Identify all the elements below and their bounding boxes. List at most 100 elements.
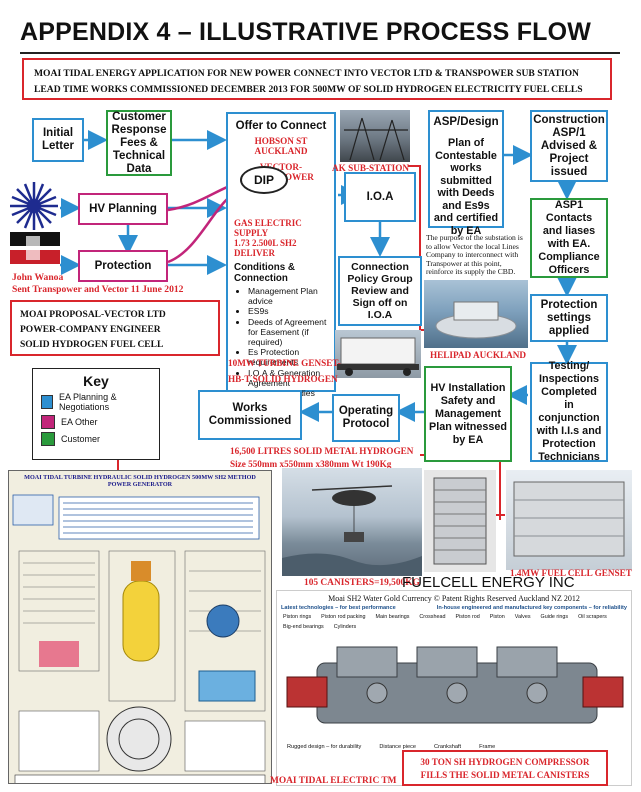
ioa-box: I.O.A xyxy=(344,172,416,222)
legend-key: Key EA Planning & Negotiations EA Other … xyxy=(32,368,160,460)
key-item-ea-planning: EA Planning & Negotiations xyxy=(41,392,151,412)
part-label: Crosshead xyxy=(419,614,446,620)
proposal-line-3: SOLID HYDROGEN FUEL CELL xyxy=(20,340,164,350)
litres-label: 16,500 LITRES SOLID METAL HYDROGEN xyxy=(230,446,414,456)
latest-technologies-label: Latest technologies – for best performan… xyxy=(281,605,396,611)
fuelcell-stack-image xyxy=(433,477,487,565)
proposal-box: MOAI PROPOSAL-VECTOR LTD POWER-COMPANY E… xyxy=(10,300,220,356)
flag-icon xyxy=(10,232,60,264)
gas-supply-label: GAS ELECTRIC SUPPLY xyxy=(234,218,302,238)
compressor-caption-2: FILLS THE SOLID METAL CANISTERS xyxy=(420,770,590,780)
turbine-label-1: 10MW TURBINE GENSET- xyxy=(228,358,341,368)
fuelcell-genset-label: 1.4MW FUEL CELL GENSET xyxy=(510,568,632,578)
compressor-caption-box: 30 TON SH HYDROGEN COMPRESSOR FILLS THE … xyxy=(402,750,608,786)
operating-protocol-box: Operating Protocol xyxy=(332,394,400,442)
part-label: Crankshaft xyxy=(434,744,462,750)
proposal-line-2: POWER-COMPANY ENGINEER xyxy=(20,325,161,335)
operating-protocol-text: Operating Protocol xyxy=(338,405,394,430)
key-label: EA Planning & Negotiations xyxy=(59,392,117,412)
asp-design-body: Plan of Contestable works submitted with… xyxy=(433,137,499,237)
part-label: Oil scrapers xyxy=(578,614,607,620)
canisters-label: 105 CANISTERS=19,500KG xyxy=(304,578,420,588)
key-label: EA Other xyxy=(61,417,98,427)
hv-installation-text: HV Installation Safety and Management Pl… xyxy=(429,381,508,446)
title-rule xyxy=(20,52,620,54)
page-title: APPENDIX 4 – ILLUSTRATIVE PROCESS FLOW xyxy=(20,18,592,46)
proposal-line-1: MOAI PROPOSAL-VECTOR LTD xyxy=(20,310,166,320)
protection-text: Protection xyxy=(94,259,152,272)
part-label: Valves xyxy=(514,614,531,620)
part-label: Piston rod packing xyxy=(321,614,366,620)
intro-line-2: LEAD TIME WORKS COMMISSIONED DECEMBER 20… xyxy=(34,84,583,95)
part-label: Rugged design – for durability xyxy=(287,744,362,750)
hv-planning-text: HV Planning xyxy=(89,202,157,215)
compressor-header-row: Latest technologies – for best performan… xyxy=(277,603,631,611)
part-label: Guide rings xyxy=(540,614,569,620)
gas-deliver-label: 1.73 2.500L SH2 DELIVER xyxy=(234,238,297,258)
construction-text: Construction ASP/1 Advised & Project iss… xyxy=(533,113,605,178)
intro-banner: MOAI TIDAL ENERGY APPLICATION FOR NEW PO… xyxy=(22,58,612,100)
key-item-customer: Customer xyxy=(41,432,151,446)
john-name: John Wanoa xyxy=(12,272,64,283)
initial-letter-box: Initial Letter xyxy=(32,118,84,162)
asp-design-box: ASP/Design Plan of Contestable works sub… xyxy=(428,110,504,237)
sun-icon xyxy=(10,182,58,230)
fuelcell-energy-label: FUELCELL ENERGY INC xyxy=(402,574,575,591)
dip-ellipse: DIP xyxy=(240,166,288,194)
john-sent-note: Sent Transpower and Vector 11 June 2012 xyxy=(12,284,184,295)
offer-title: Offer to Connect xyxy=(235,120,327,132)
connection-policy-text: Connection Policy Group Review and Sign … xyxy=(347,261,413,321)
part-label: Piston xyxy=(489,614,505,620)
key-label: Customer xyxy=(61,434,101,444)
key-swatch-green xyxy=(41,432,55,446)
substation-label: AK SUB-STATION xyxy=(332,163,410,173)
size-label: Size 550mm x550mm x380mm Wt 190Kg xyxy=(230,459,392,469)
key-swatch-pink xyxy=(41,415,55,429)
key-swatch-blue xyxy=(41,395,54,409)
compressor-image xyxy=(286,646,624,724)
hobson-label: HOBSON ST AUCKLAND xyxy=(254,136,308,156)
customer-response-text: Customer Response Fees & Technical Data xyxy=(111,110,167,175)
helipad-photo xyxy=(424,280,528,348)
helicopter-image xyxy=(282,485,422,576)
helipad-label: HELIPAD AUCKLAND xyxy=(430,350,527,360)
part-label: Piston rod xyxy=(455,614,480,620)
conditions-title: Conditions & Connection xyxy=(234,262,295,284)
poster-diagram xyxy=(12,494,266,783)
condition-item: ES9s xyxy=(248,306,328,316)
inhouse-components-label: In-house engineered and manufactured key… xyxy=(436,605,627,611)
turbine-photo xyxy=(335,330,421,378)
part-label: Distance piece xyxy=(379,744,417,750)
compressor-caption-1: 30 TON SH HYDROGEN COMPRESSOR xyxy=(420,757,590,767)
part-label: Piston rings xyxy=(283,614,312,620)
initial-letter-text: Initial Letter xyxy=(42,127,74,152)
testing-text: Testing/ Inspections Completed in conjun… xyxy=(536,360,602,463)
hv-planning-box: HV Planning xyxy=(78,193,168,225)
asp1-text: ASP1 Contacts and liases with EA. Compli… xyxy=(538,199,600,276)
fuelcell-genset-photo xyxy=(506,470,632,570)
works-commissioned-box: Works Commissioned xyxy=(198,390,302,440)
part-label: Main bearings xyxy=(375,614,410,620)
protection-box: Protection xyxy=(78,250,168,282)
turbine-label-2: HB-T SOLID HYDROGEN xyxy=(228,374,338,384)
part-label: Big-end bearings xyxy=(283,624,324,630)
asp1-box: ASP1 Contacts and liases with EA. Compli… xyxy=(530,198,608,278)
protection-settings-text: Protection settings applied xyxy=(540,298,598,337)
key-title: Key xyxy=(83,373,109,389)
condition-item: I.O.A & Generation Agreement xyxy=(248,368,328,388)
part-label: Frame xyxy=(479,744,496,750)
testing-box: Testing/ Inspections Completed in conjun… xyxy=(530,360,608,463)
helipad-image xyxy=(435,301,517,339)
connection-policy-box: Connection Policy Group Review and Sign … xyxy=(338,256,422,326)
turbine-image xyxy=(337,337,419,376)
fuelcell-genset-image xyxy=(513,481,625,557)
construction-box: Construction ASP/1 Advised & Project iss… xyxy=(530,110,608,182)
intro-line-1: MOAI TIDAL ENERGY APPLICATION FOR NEW PO… xyxy=(34,68,579,79)
hv-installation-box: HV Installation Safety and Management Pl… xyxy=(424,366,512,462)
substation-photo xyxy=(340,110,410,162)
key-item-ea-other: EA Other xyxy=(41,415,151,429)
moai-sh2-note: Moai SH2 Water Gold Currency © Patent Ri… xyxy=(328,594,580,603)
customer-response-box: Customer Response Fees & Technical Data xyxy=(106,110,172,176)
fuelcell-stack-photo xyxy=(424,470,496,572)
part-label: Cylinders xyxy=(333,624,357,630)
